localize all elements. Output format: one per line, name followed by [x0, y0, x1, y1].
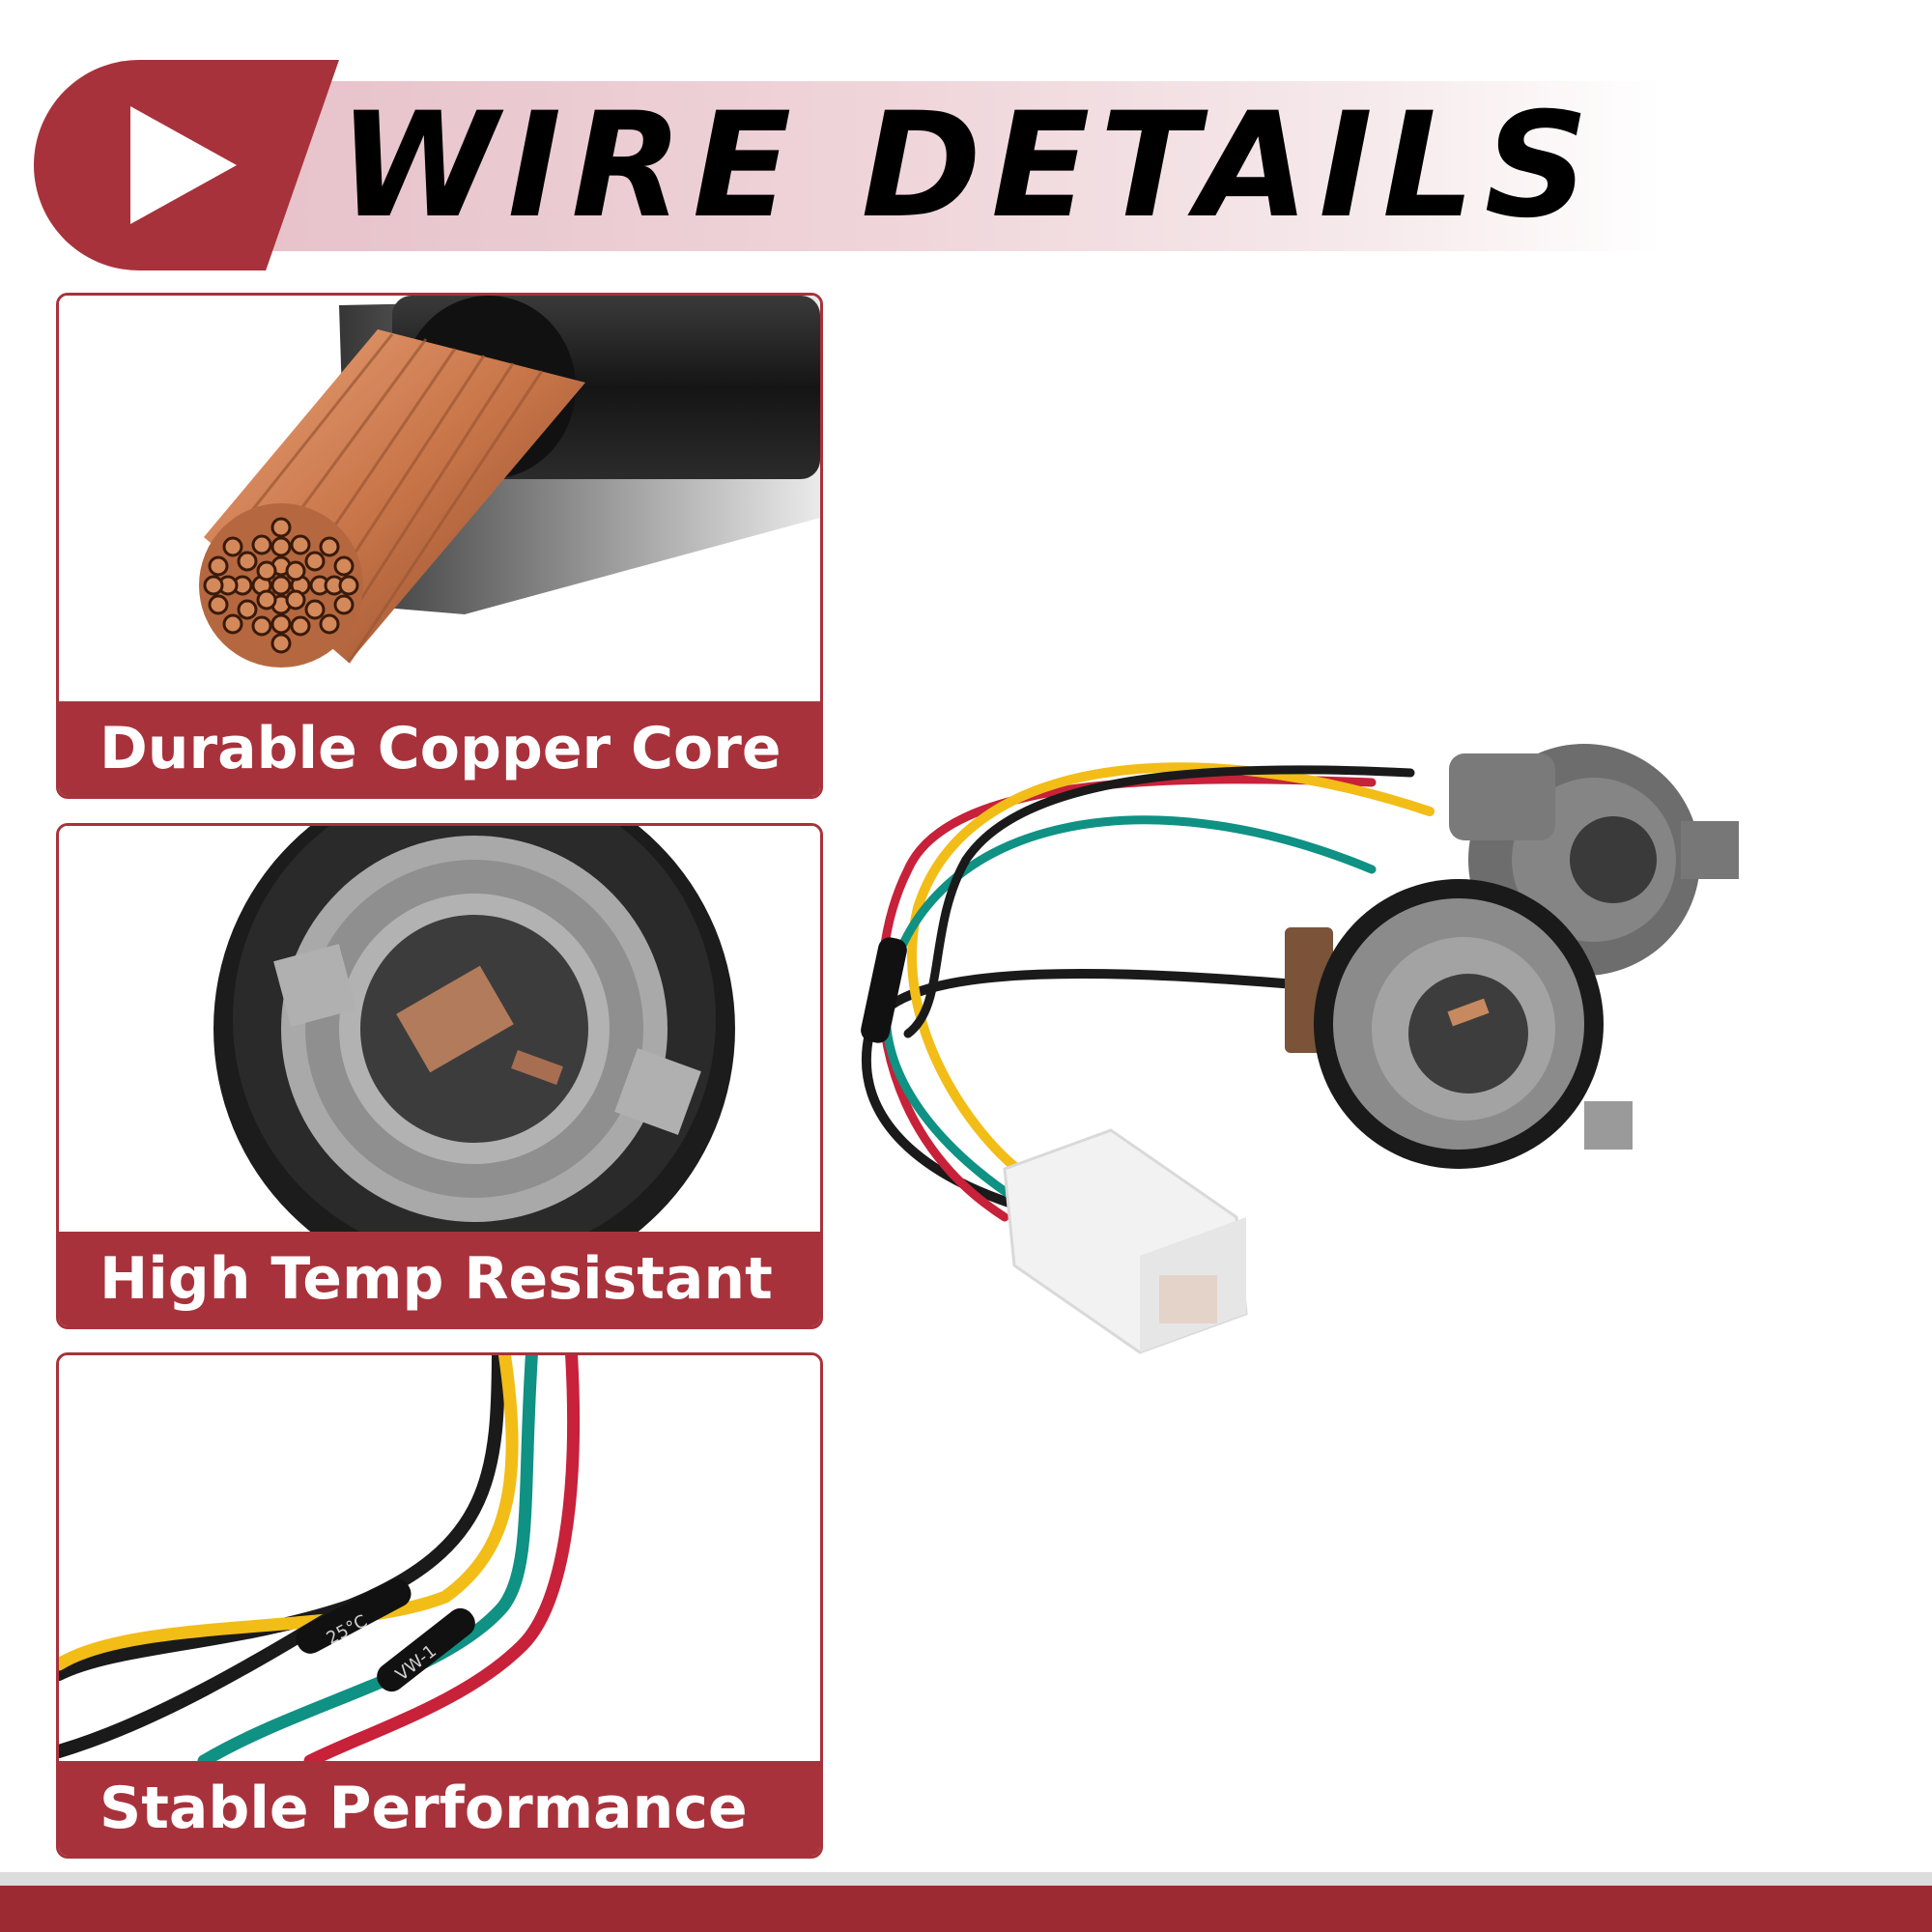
wire-harness-product-image — [861, 744, 1739, 1354]
feature-card-high-temp: High Temp Resistant — [56, 823, 823, 1329]
page-title: WIRE DETAILS — [338, 82, 1599, 250]
play-icon — [130, 106, 237, 224]
feature-label-high-temp: High Temp Resistant — [59, 1232, 820, 1326]
white-connector — [1003, 1128, 1248, 1354]
footer-divider — [0, 1872, 1932, 1886]
header-banner — [261, 81, 1662, 251]
feature-card-copper-core: Durable Copper Core — [56, 293, 823, 799]
footer-bar — [0, 1886, 1932, 1932]
feature-label-copper-core: Durable Copper Core — [59, 701, 820, 796]
bulb-socket-lower — [1314, 879, 1633, 1169]
feature-label-stable-performance: Stable Performance — [59, 1761, 820, 1856]
socket-closeup-image — [59, 826, 820, 1232]
copper-core-image — [59, 296, 820, 701]
wires-closeup-image: 25°C VW-1 — [59, 1355, 820, 1761]
feature-card-stable-performance: 25°C VW-1 Stable Performance — [56, 1352, 823, 1859]
